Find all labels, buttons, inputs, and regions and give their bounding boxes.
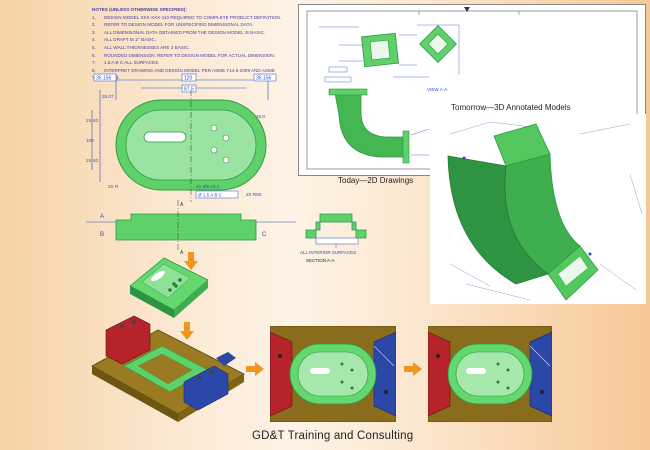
note-number: 6. — [92, 52, 96, 58]
elbow-body-shadow — [447, 155, 549, 285]
note-item: 5. ALL WALL THICKNESSES ARE 3 BASIC. — [92, 44, 292, 52]
dim-right-angle: 25.0 — [256, 114, 265, 119]
side-view-drawing: A B C A A — [86, 200, 296, 256]
note-item: 1. DESIGN MODEL XXX-XXX-110 REQUIRED TO C… — [92, 14, 292, 22]
dim-h2: 100 — [86, 138, 94, 143]
3d-elbow-model — [447, 121, 643, 301]
drawing-sheet-art: VIEW A-A — [306, 7, 638, 170]
pipe-elbow-2d — [334, 92, 404, 158]
bolt-hole — [222, 134, 230, 142]
dim-top-left: 35.156 — [96, 76, 112, 82]
bolt-hole — [210, 124, 218, 132]
fixture-top-view-1 — [270, 326, 396, 422]
note-text: 1.5 A B C ALL SURFACES. — [104, 60, 160, 66]
3d-model-panel — [430, 114, 646, 304]
datum-c: C — [262, 232, 267, 238]
note-item: 4. ALL DRAFT IS 2° BASIC. — [92, 36, 292, 44]
dim-r1: 2X R — [108, 184, 119, 189]
clamp-blue — [373, 331, 396, 417]
slot-hole — [143, 131, 187, 143]
notes-title: NOTES (UNLESS OTHERWISE SPECIFIED): — [92, 7, 187, 12]
caption-tomorrow: Tomorrow—3D Annotated Models — [451, 103, 571, 112]
note-text: ALL DIMENSIONAL DATA OBTAINED FROM THE D… — [104, 29, 266, 35]
note-number: 2. — [92, 22, 96, 28]
section-label: SECTION A-A — [306, 258, 335, 263]
note-number: 7. — [92, 60, 96, 66]
dim-overall: 120 — [184, 76, 193, 82]
dim-hole: 4X Ø8 ±0.2 — [196, 184, 220, 189]
clamp-red — [270, 331, 293, 417]
section-profile — [305, 213, 367, 239]
footer-title: GD&T Training and Consulting — [252, 430, 414, 442]
note-item: 7. 1.5 A B C ALL SURFACES. — [92, 59, 292, 67]
dim-r2: 2X R50 — [246, 192, 262, 197]
note-text: REFER TO DESIGN MODEL FOR UNSPECIFIED DI… — [104, 22, 254, 28]
note-item: 3. ALL DIMENSIONAL DATA OBTAINED FROM THE… — [92, 29, 292, 37]
drawing-notes: NOTES (UNLESS OTHERWISE SPECIFIED): 1. DE… — [92, 6, 292, 82]
note-text: ROUNDED DIMENSION. REFER TO DESIGN MODEL… — [104, 52, 276, 58]
clamp-red — [428, 331, 451, 417]
note-number: 3. — [92, 29, 96, 35]
section-view-drawing: ALL INTERIOR SURFACES SECTION A-A — [300, 213, 367, 263]
view-aa-label: VIEW A-A — [427, 87, 448, 92]
datum-a: A — [100, 214, 104, 220]
3d-fixture-assembly — [91, 315, 245, 422]
arrow-down-icon — [180, 322, 194, 340]
note-number: 8. — [92, 67, 96, 73]
dim-top-right: 35.156 — [256, 76, 272, 82]
arrow-right-icon — [246, 362, 264, 376]
note-text: ALL DRAFT IS 2° BASIC. — [104, 37, 157, 43]
bolt-hole — [222, 156, 230, 164]
note-text: DESIGN MODEL XXX-XXX-110 REQUIRED TO COM… — [104, 14, 282, 20]
note-number: 4. — [92, 37, 96, 43]
fixture-top-view-2 — [428, 326, 552, 422]
dim-left-angle: 25.07 — [102, 94, 114, 99]
bolt-hole — [210, 146, 218, 154]
caption-today: Today—2D Drawings — [338, 176, 414, 185]
3d-flange-part — [129, 257, 209, 318]
arrow-down-icon — [184, 252, 198, 270]
dim-h3: 2X 40 — [86, 158, 98, 163]
clamp-red — [105, 315, 151, 365]
datum-b: B — [100, 232, 104, 238]
dim-inner: 87.5 — [184, 87, 194, 93]
dim-h1: 2X 40 — [86, 118, 98, 123]
arrow-right-icon — [404, 362, 422, 376]
clamp-blue — [529, 331, 552, 417]
note-text: ALL WALL THICKNESSES ARE 3 BASIC. — [104, 44, 190, 50]
section-mark-bottom: A — [180, 250, 184, 256]
clamp-blue — [183, 365, 229, 411]
side-profile — [115, 213, 257, 241]
note-item: 6. ROUNDED DIMENSION. REFER TO DESIGN MOD… — [92, 52, 292, 60]
section-interior-note: ALL INTERIOR SURFACES — [300, 250, 356, 255]
fcf-hole: Ø 1.5 A B C — [198, 193, 223, 198]
section-mark-top: A — [180, 202, 184, 208]
top-view-drawing: 35.156 120 35.156 87.5 25.07 25.0 2X 40 … — [86, 73, 277, 202]
note-item: 2. REFER TO DESIGN MODEL FOR UNSPECIFIED … — [92, 21, 292, 29]
note-number: 1. — [92, 14, 96, 20]
note-number: 5. — [92, 44, 96, 50]
